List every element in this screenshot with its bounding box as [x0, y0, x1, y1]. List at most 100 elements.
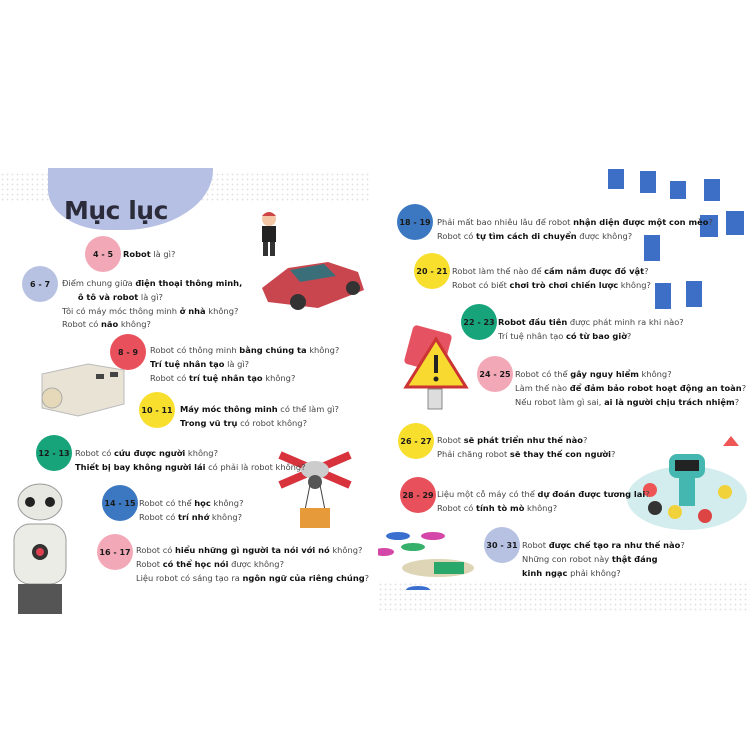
question-text: ? — [708, 217, 713, 227]
question-text: Robot làm thế nào để — [452, 266, 545, 276]
toc-question: Robot có trí nhớ không? — [139, 511, 243, 525]
page-number-badge[interactable]: 16 - 17 — [97, 534, 133, 570]
question-text: Robot — [136, 558, 163, 569]
toc-entry[interactable]: Robot có cứu được người không?Thiết bị b… — [75, 447, 306, 475]
question-text: không? — [205, 305, 239, 316]
toc-entry[interactable]: Robot được chế tạo ra như thế nào? Những … — [522, 539, 685, 580]
page-number-badge[interactable]: 18 - 19 — [397, 204, 433, 240]
person-illustration — [262, 212, 276, 256]
page-number-badge[interactable]: 4 - 5 — [85, 236, 121, 272]
question-text: không? — [209, 511, 243, 522]
question-text: Robot có — [136, 545, 175, 555]
question-text: Robot có thông minh — [150, 345, 240, 355]
highlighted-text: có thể học nói — [162, 558, 229, 569]
toc-question: Liệu một cỗ máy có thể dự đoán được tươn… — [437, 488, 650, 502]
toc-entry[interactable]: Robot có hiểu những gì người ta nói với … — [136, 544, 369, 585]
highlighted-text: tự tìm cách di chuyển — [475, 230, 577, 241]
blue-robots-illustration — [608, 169, 744, 309]
highlighted-text: học — [194, 498, 211, 508]
question-text: ? — [645, 489, 650, 499]
highlighted-text: có từ bao giờ — [566, 330, 627, 341]
highlighted-text: được chế tạo ra như thế nào — [548, 540, 681, 550]
page-number-badge[interactable]: 8 - 9 — [110, 334, 146, 370]
page-number-badge[interactable]: 28 - 29 — [400, 477, 436, 513]
page-number-badge[interactable]: 14 - 15 — [102, 485, 138, 521]
toc-entry[interactable]: Robot là gì? — [123, 248, 175, 262]
toc-question: Robot có biết chơi trò chơi chiến lược k… — [452, 279, 651, 293]
question-text: ? — [582, 435, 588, 445]
toc-entry[interactable]: Robot có thông minh bằng chúng ta không?… — [150, 344, 339, 385]
question-text: được phát minh ra khi nào? — [567, 317, 684, 327]
toc-question: Robot làm thế nào để cầm nắm được đồ vật… — [452, 265, 651, 279]
page-number-badge[interactable]: 10 - 11 — [139, 392, 175, 428]
question-text: Robot có thể — [515, 369, 571, 379]
toc-question: Robot có thể gây nguy hiểm không? — [515, 368, 746, 382]
toc-entry[interactable]: Phải mất bao nhiêu lâu để robot nhận diệ… — [437, 216, 713, 244]
question-text: ? — [741, 382, 747, 393]
question-text: được không? — [576, 230, 633, 241]
question-text: là gì? — [224, 358, 250, 369]
question-text: Những con robot này — [522, 553, 612, 564]
highlighted-text: Trong vũ trụ — [180, 417, 238, 428]
question-text: ? — [680, 540, 685, 550]
question-text: Robot — [522, 540, 549, 550]
question-text: Tôi có máy móc thông minh — [62, 305, 180, 316]
question-text: ? — [626, 330, 632, 341]
toc-entry[interactable]: Robot đầu tiên được phát minh ra khi nào… — [498, 316, 684, 344]
highlighted-text: dự đoán được tương lai — [537, 489, 646, 499]
highlighted-text: hiểu những gì người ta nói với nó — [174, 545, 330, 555]
page-number-badge[interactable]: 24 - 25 — [477, 356, 513, 392]
toc-question: Làm thế nào để đảm bảo robot hoạt động a… — [515, 382, 746, 396]
question-text: không? — [329, 545, 363, 555]
toc-entry[interactable]: Robot sẽ phát triển như thế nào?Phải chă… — [437, 434, 615, 462]
question-text: không? — [262, 372, 296, 383]
highlighted-text: chơi trò chơi chiến lược — [509, 279, 619, 290]
page-number-badge[interactable]: 30 - 31 — [484, 527, 520, 563]
question-text: Robot có thể — [139, 498, 195, 508]
question-text: ? — [364, 572, 370, 583]
page-number-badge[interactable]: 12 - 13 — [36, 435, 72, 471]
highlighted-text: gây nguy hiểm — [570, 369, 639, 379]
question-text — [62, 292, 78, 302]
question-text: Làm thế nào — [515, 382, 570, 393]
question-text: Robot có — [150, 372, 189, 383]
question-text: Robot có — [62, 319, 101, 330]
question-text: Robot có biết — [452, 279, 510, 290]
question-text: Trí tuệ nhân tạo — [498, 330, 567, 341]
playing-robot-illustration — [627, 436, 747, 530]
toc-question: Trong vũ trụ có robot không? — [180, 417, 339, 431]
toc-entry[interactable]: Robot làm thế nào để cầm nắm được đồ vật… — [452, 265, 651, 293]
question-text: Phải chăng robot — [437, 448, 510, 459]
toc-question: Robot có thể học nói được không? — [136, 558, 369, 572]
humanoid-robot-illustration — [13, 483, 67, 614]
highlighted-text: kinh ngạc — [522, 567, 568, 578]
toc-entry[interactable]: Robot có thể học không?Robot có trí nhớ … — [139, 497, 243, 525]
toc-entry[interactable]: Điểm chung giữa điện thoại thông minh, ô… — [62, 277, 242, 332]
toc-question: Trí tuệ nhân tạo là gì? — [150, 358, 339, 372]
highlighted-text: Thiết bị bay không người lái — [75, 461, 206, 472]
warning-robot-illustration — [403, 325, 469, 410]
question-text: ? — [610, 448, 616, 459]
dotted-band-bottom — [378, 582, 750, 612]
page-number-badge[interactable]: 26 - 27 — [398, 423, 434, 459]
question-text: Liệu robot có sáng tạo ra — [136, 572, 243, 583]
toc-question: Nếu robot làm gì sai, ai là người chịu t… — [515, 396, 746, 410]
question-text: có thể làm gì? — [277, 404, 339, 414]
toc-question: Robot có não không? — [62, 318, 242, 332]
highlighted-text: tính tò mò — [475, 502, 525, 513]
toc-question: Robot có trí tuệ nhân tạo không? — [150, 372, 339, 386]
toc-question: Robot sẽ phát triển như thế nào? — [437, 434, 615, 448]
toc-question: Robot có cứu được người không? — [75, 447, 306, 461]
page-number-badge[interactable]: 6 - 7 — [22, 266, 58, 302]
highlighted-text: Trí tuệ nhân tạo — [150, 358, 225, 369]
question-text: Phải mất bao nhiêu lâu để robot — [437, 217, 574, 227]
highlighted-text: sẽ thay thế con người — [509, 448, 611, 459]
highlighted-text: ô tô và robot — [77, 291, 139, 302]
toc-entry[interactable]: Liệu một cỗ máy có thể dự đoán được tươn… — [437, 488, 650, 516]
toc-entry[interactable]: Robot có thể gây nguy hiểm không?Làm thế… — [515, 368, 746, 409]
page-number-badge[interactable]: 20 - 21 — [414, 253, 450, 289]
page-number-badge[interactable]: 22 - 23 — [461, 304, 497, 340]
toc-question: Trí tuệ nhân tạo có từ bao giờ? — [498, 330, 684, 344]
toc-entry[interactable]: Máy móc thông minh có thể làm gì?Trong v… — [180, 403, 339, 431]
toc-question: Những con robot này thật đáng — [522, 553, 685, 567]
